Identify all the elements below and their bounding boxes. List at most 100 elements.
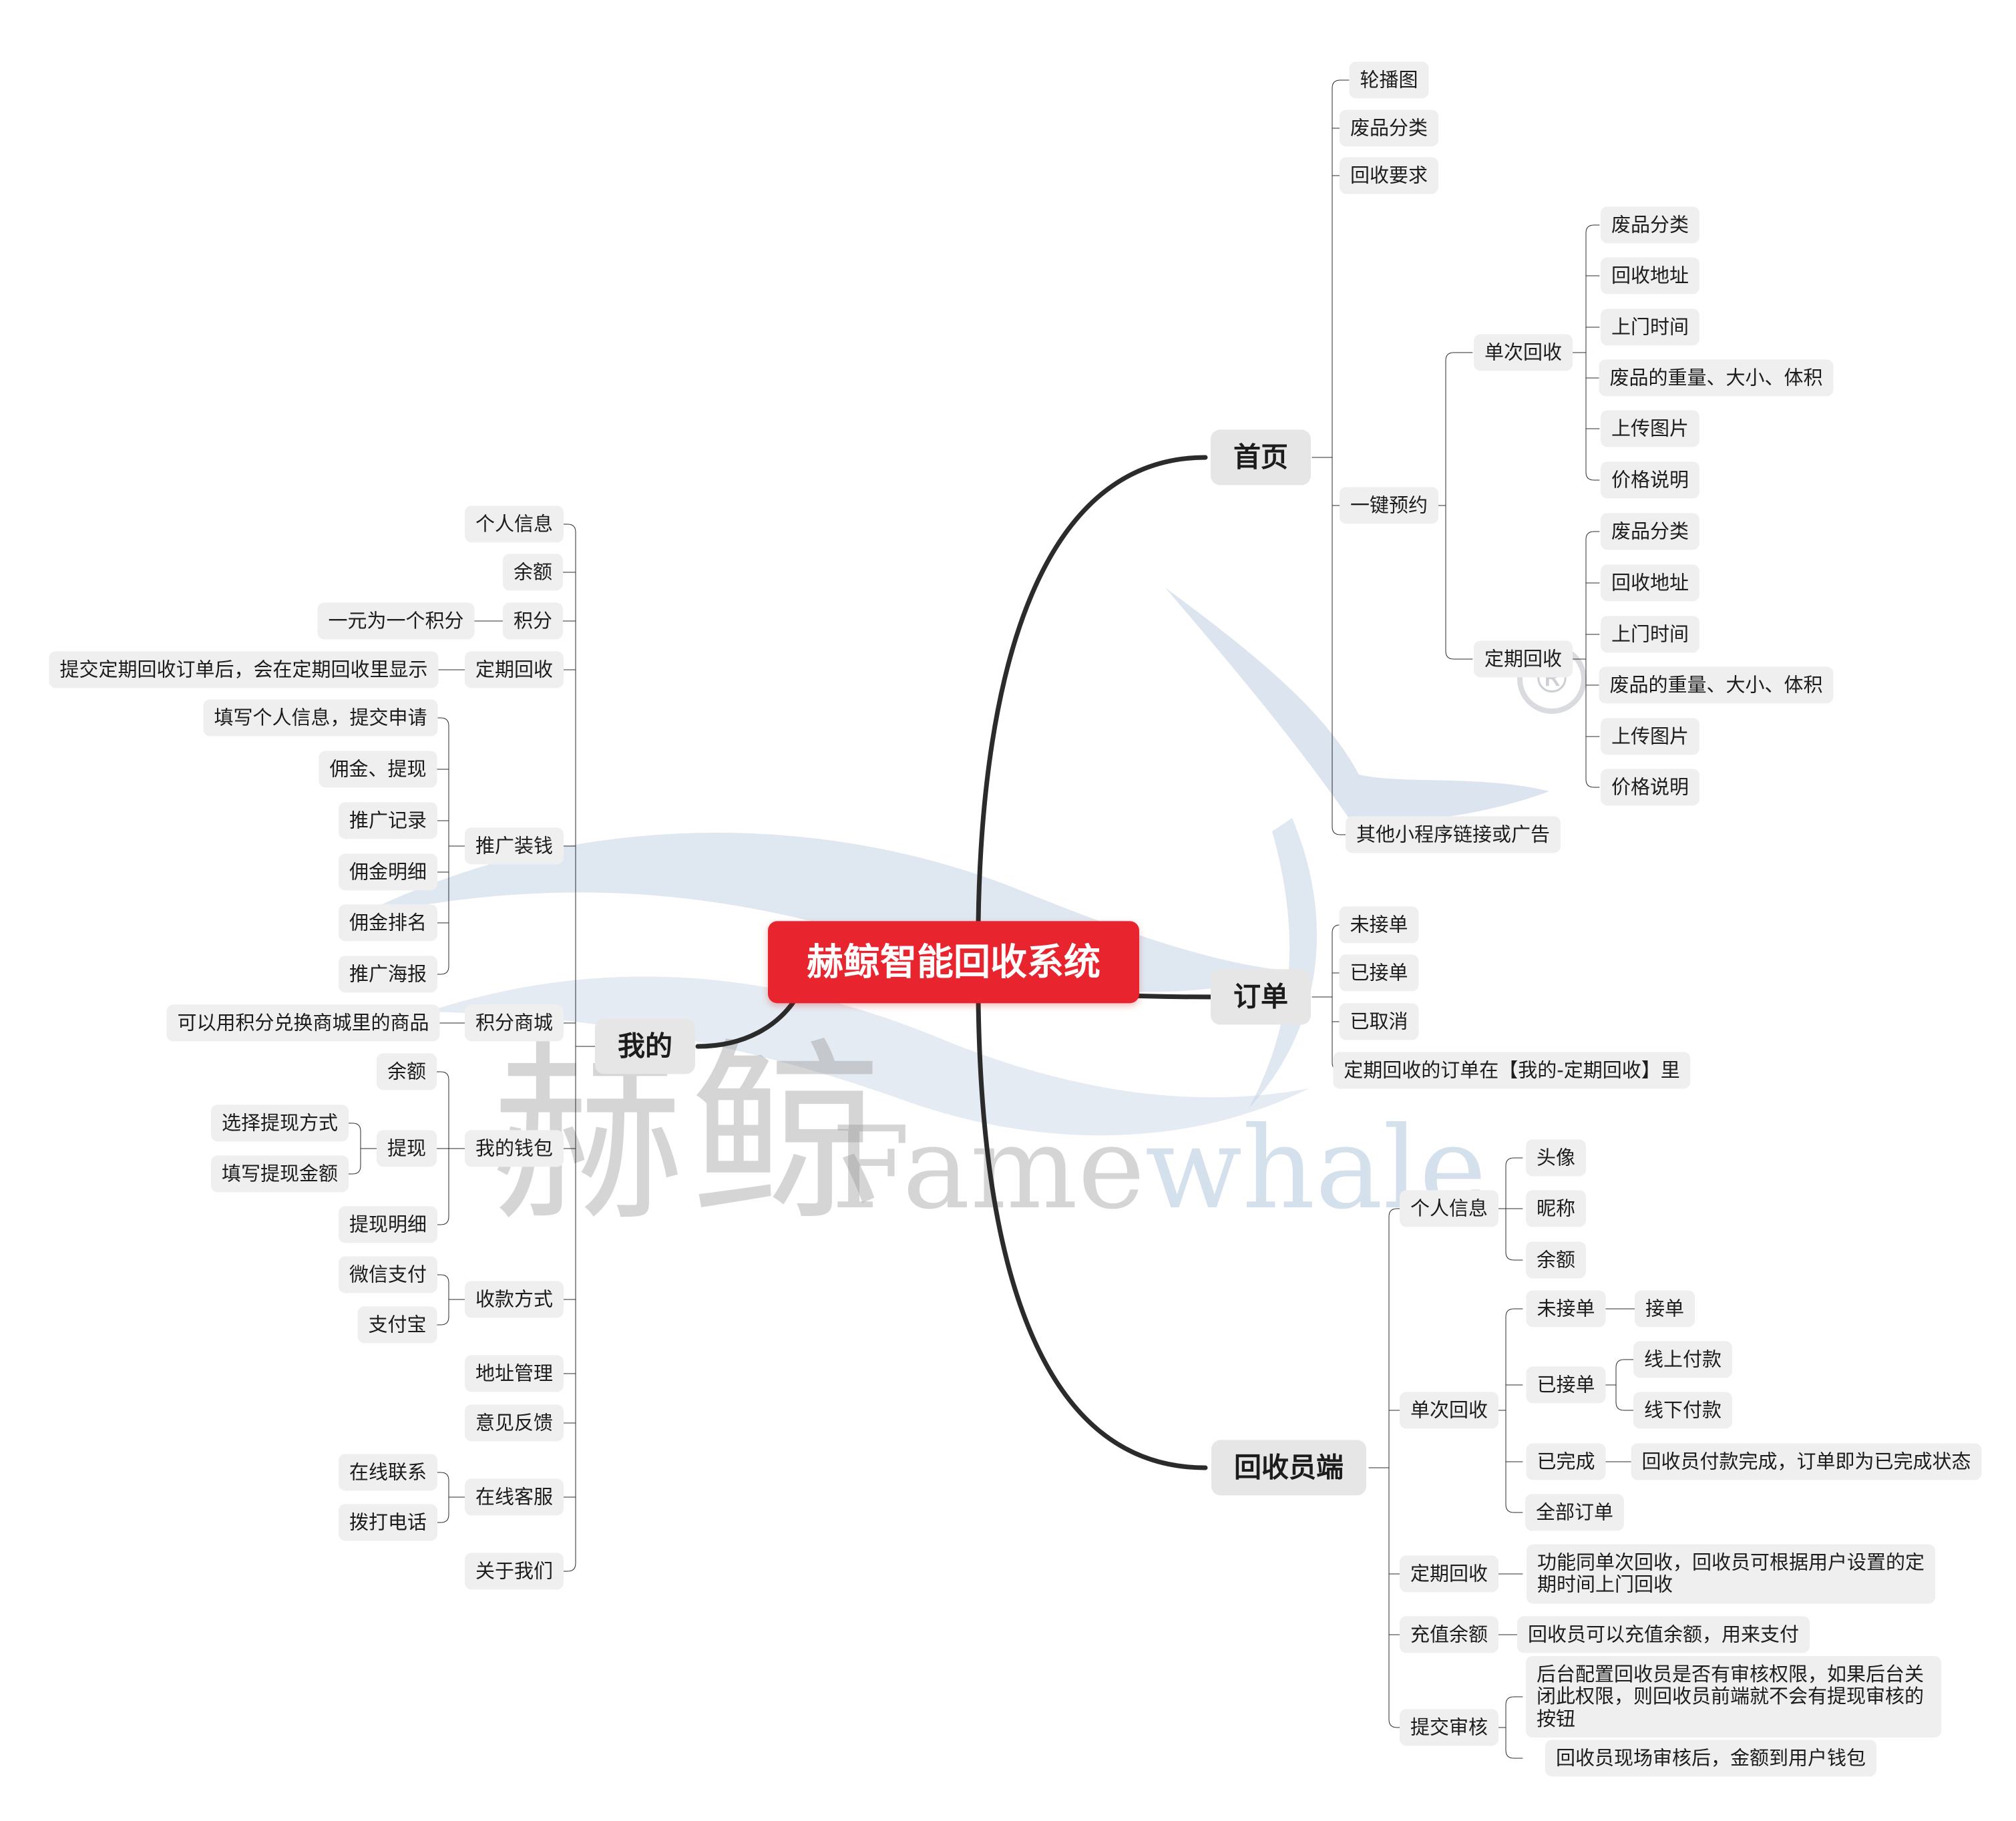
5-branch: [1505, 1750, 1523, 1759]
collector-single[interactable]: 单次回收: [1399, 1392, 1499, 1429]
mine-feedback[interactable]: 意见反馈: [464, 1404, 564, 1442]
promo-records[interactable]: 推广记录: [338, 802, 438, 839]
mine-online-service[interactable]: 在线客服: [464, 1478, 564, 1516]
5-branch: [1505, 1308, 1523, 1318]
booking-single[interactable]: 单次回收: [1473, 334, 1573, 371]
collector-submit-review[interactable]: 提交审核: [1399, 1709, 1499, 1746]
single-visit-time[interactable]: 上门时间: [1600, 309, 1700, 346]
payment-wechat[interactable]: 微信支付: [338, 1256, 438, 1293]
periodic-waste-category[interactable]: 废品分类: [1600, 513, 1700, 550]
promo-apply[interactable]: 填写个人信息，提交申请: [203, 699, 438, 737]
5-branch: [430, 717, 449, 727]
branch-home[interactable]: 首页: [1211, 429, 1311, 485]
order-not-accepted[interactable]: 未接单: [1339, 906, 1419, 944]
5-branch: [1445, 650, 1473, 660]
5-branch: [1585, 224, 1600, 234]
5-branch: [1585, 779, 1600, 788]
branch-mine[interactable]: 我的: [595, 1018, 695, 1074]
wallet-withdraw-detail[interactable]: 提现明细: [338, 1206, 438, 1243]
mine-points[interactable]: 积分: [502, 602, 564, 640]
mine-payment-method[interactable]: 收款方式: [464, 1281, 564, 1318]
5-branch: [430, 1216, 449, 1225]
single-price-note[interactable]: 价格说明: [1600, 461, 1700, 499]
5-branch: [1388, 1719, 1406, 1728]
collector-periodic-desc[interactable]: 功能同单次回收，回收员可根据用户设置的定期时间上门回收: [1527, 1544, 1935, 1604]
5-branch: [343, 1123, 361, 1132]
collector-all-orders[interactable]: 全部订单: [1525, 1494, 1625, 1531]
periodic-weight-size-volume[interactable]: 废品的重量、大小、体积: [1599, 666, 1834, 704]
home-recycle-requirements[interactable]: 回收要求: [1339, 157, 1439, 194]
home-carousel[interactable]: 轮播图: [1349, 61, 1429, 99]
service-phone-call[interactable]: 拨打电话: [338, 1504, 438, 1541]
collector-nickname[interactable]: 昵称: [1525, 1190, 1587, 1227]
5-branch: [430, 1472, 449, 1481]
mine-points-desc[interactable]: 一元为一个积分: [317, 602, 475, 640]
promo-poster[interactable]: 推广海报: [338, 956, 438, 993]
collector-balance[interactable]: 余额: [1525, 1241, 1587, 1279]
collector-profile[interactable]: 个人信息: [1399, 1190, 1499, 1227]
collector-pending[interactable]: 未接单: [1526, 1290, 1606, 1328]
branch-orders[interactable]: 订单: [1211, 969, 1311, 1025]
promo-commission-ranking[interactable]: 佣金排名: [338, 904, 438, 942]
5-branch: [1585, 531, 1600, 540]
collector-offline-pay[interactable]: 线下付款: [1633, 1392, 1733, 1429]
wallet-balance[interactable]: 余额: [376, 1053, 437, 1090]
5-branch: [1615, 1359, 1637, 1368]
mine-address[interactable]: 地址管理: [464, 1355, 564, 1392]
periodic-upload-image[interactable]: 上传图片: [1600, 718, 1700, 755]
mine-promotion[interactable]: 推广装钱: [464, 827, 564, 865]
single-waste-category[interactable]: 废品分类: [1600, 206, 1700, 244]
single-upload-image[interactable]: 上传图片: [1600, 410, 1700, 447]
order-cancelled[interactable]: 已取消: [1339, 1003, 1419, 1040]
mine-periodic[interactable]: 定期回收: [464, 651, 564, 688]
collector-online-pay[interactable]: 线上付款: [1633, 1341, 1733, 1378]
5-branch: [430, 966, 449, 975]
curve-collector: [976, 998, 1208, 1470]
wallet-withdraw[interactable]: 提现: [376, 1130, 437, 1167]
promo-commission-detail[interactable]: 佣金明细: [338, 853, 438, 891]
5-branch: [557, 524, 576, 533]
single-address[interactable]: 回收地址: [1600, 257, 1700, 294]
5-branch: [1585, 471, 1600, 481]
collector-recharge-desc[interactable]: 回收员可以充值余额，用来支付: [1517, 1616, 1810, 1653]
collector-done-desc[interactable]: 回收员付款完成，订单即为已完成状态: [1631, 1443, 1982, 1480]
mine-mall-desc[interactable]: 可以用积分兑换商城里的商品: [166, 1004, 440, 1042]
withdraw-enter-amount[interactable]: 填写提现金额: [210, 1155, 349, 1193]
order-periodic-note[interactable]: 定期回收的订单在【我的-定期回收】里: [1333, 1052, 1691, 1089]
collector-accept-order[interactable]: 接单: [1634, 1290, 1695, 1328]
5-branch: [343, 1165, 361, 1175]
home-one-click-booking[interactable]: 一键预约: [1339, 487, 1439, 524]
5-branch: [1505, 1504, 1523, 1513]
periodic-visit-time[interactable]: 上门时间: [1600, 616, 1700, 653]
periodic-address[interactable]: 回收地址: [1600, 564, 1700, 602]
5-branch: [430, 1274, 449, 1283]
home-other-links-ads[interactable]: 其他小程序链接或广告: [1345, 816, 1561, 853]
mine-periodic-desc[interactable]: 提交定期回收订单后，会在定期回收里显示: [49, 651, 439, 688]
5-branch: [1505, 1157, 1523, 1167]
order-accepted[interactable]: 已接单: [1339, 954, 1419, 992]
collector-review-wallet[interactable]: 回收员现场审核后，金额到用户钱包: [1545, 1740, 1877, 1777]
promo-commission-withdraw[interactable]: 佣金、提现: [319, 751, 437, 788]
mine-about[interactable]: 关于我们: [464, 1553, 564, 1590]
periodic-price-note[interactable]: 价格说明: [1600, 769, 1700, 806]
collector-accepted[interactable]: 已接单: [1526, 1366, 1606, 1404]
root-node[interactable]: 赫鲸智能回收系统: [767, 921, 1140, 1004]
mine-profile[interactable]: 个人信息: [464, 505, 564, 543]
booking-periodic[interactable]: 定期回收: [1473, 640, 1573, 678]
service-online-contact[interactable]: 在线联系: [338, 1454, 438, 1491]
branch-collector[interactable]: 回收员端: [1211, 1440, 1366, 1496]
collector-periodic[interactable]: 定期回收: [1399, 1555, 1499, 1593]
payment-alipay[interactable]: 支付宝: [357, 1306, 437, 1344]
mine-points-mall[interactable]: 积分商城: [464, 1004, 564, 1042]
withdraw-choose-method[interactable]: 选择提现方式: [210, 1104, 349, 1142]
single-weight-size-volume[interactable]: 废品的重量、大小、体积: [1599, 359, 1834, 397]
mine-wallet[interactable]: 我的钱包: [464, 1130, 564, 1167]
collector-review-permission[interactable]: 后台配置回收员是否有审核权限，如果后台关闭此权限，则回收员前端就不会有提现审核的…: [1526, 1655, 1941, 1738]
mine-balance[interactable]: 余额: [502, 554, 564, 591]
collector-done[interactable]: 已完成: [1526, 1443, 1606, 1480]
collector-avatar[interactable]: 头像: [1525, 1139, 1587, 1177]
5-branch: [1615, 1402, 1637, 1411]
home-waste-category[interactable]: 废品分类: [1339, 110, 1439, 147]
5-branch: [430, 1071, 449, 1080]
collector-recharge[interactable]: 充值余额: [1399, 1616, 1499, 1653]
